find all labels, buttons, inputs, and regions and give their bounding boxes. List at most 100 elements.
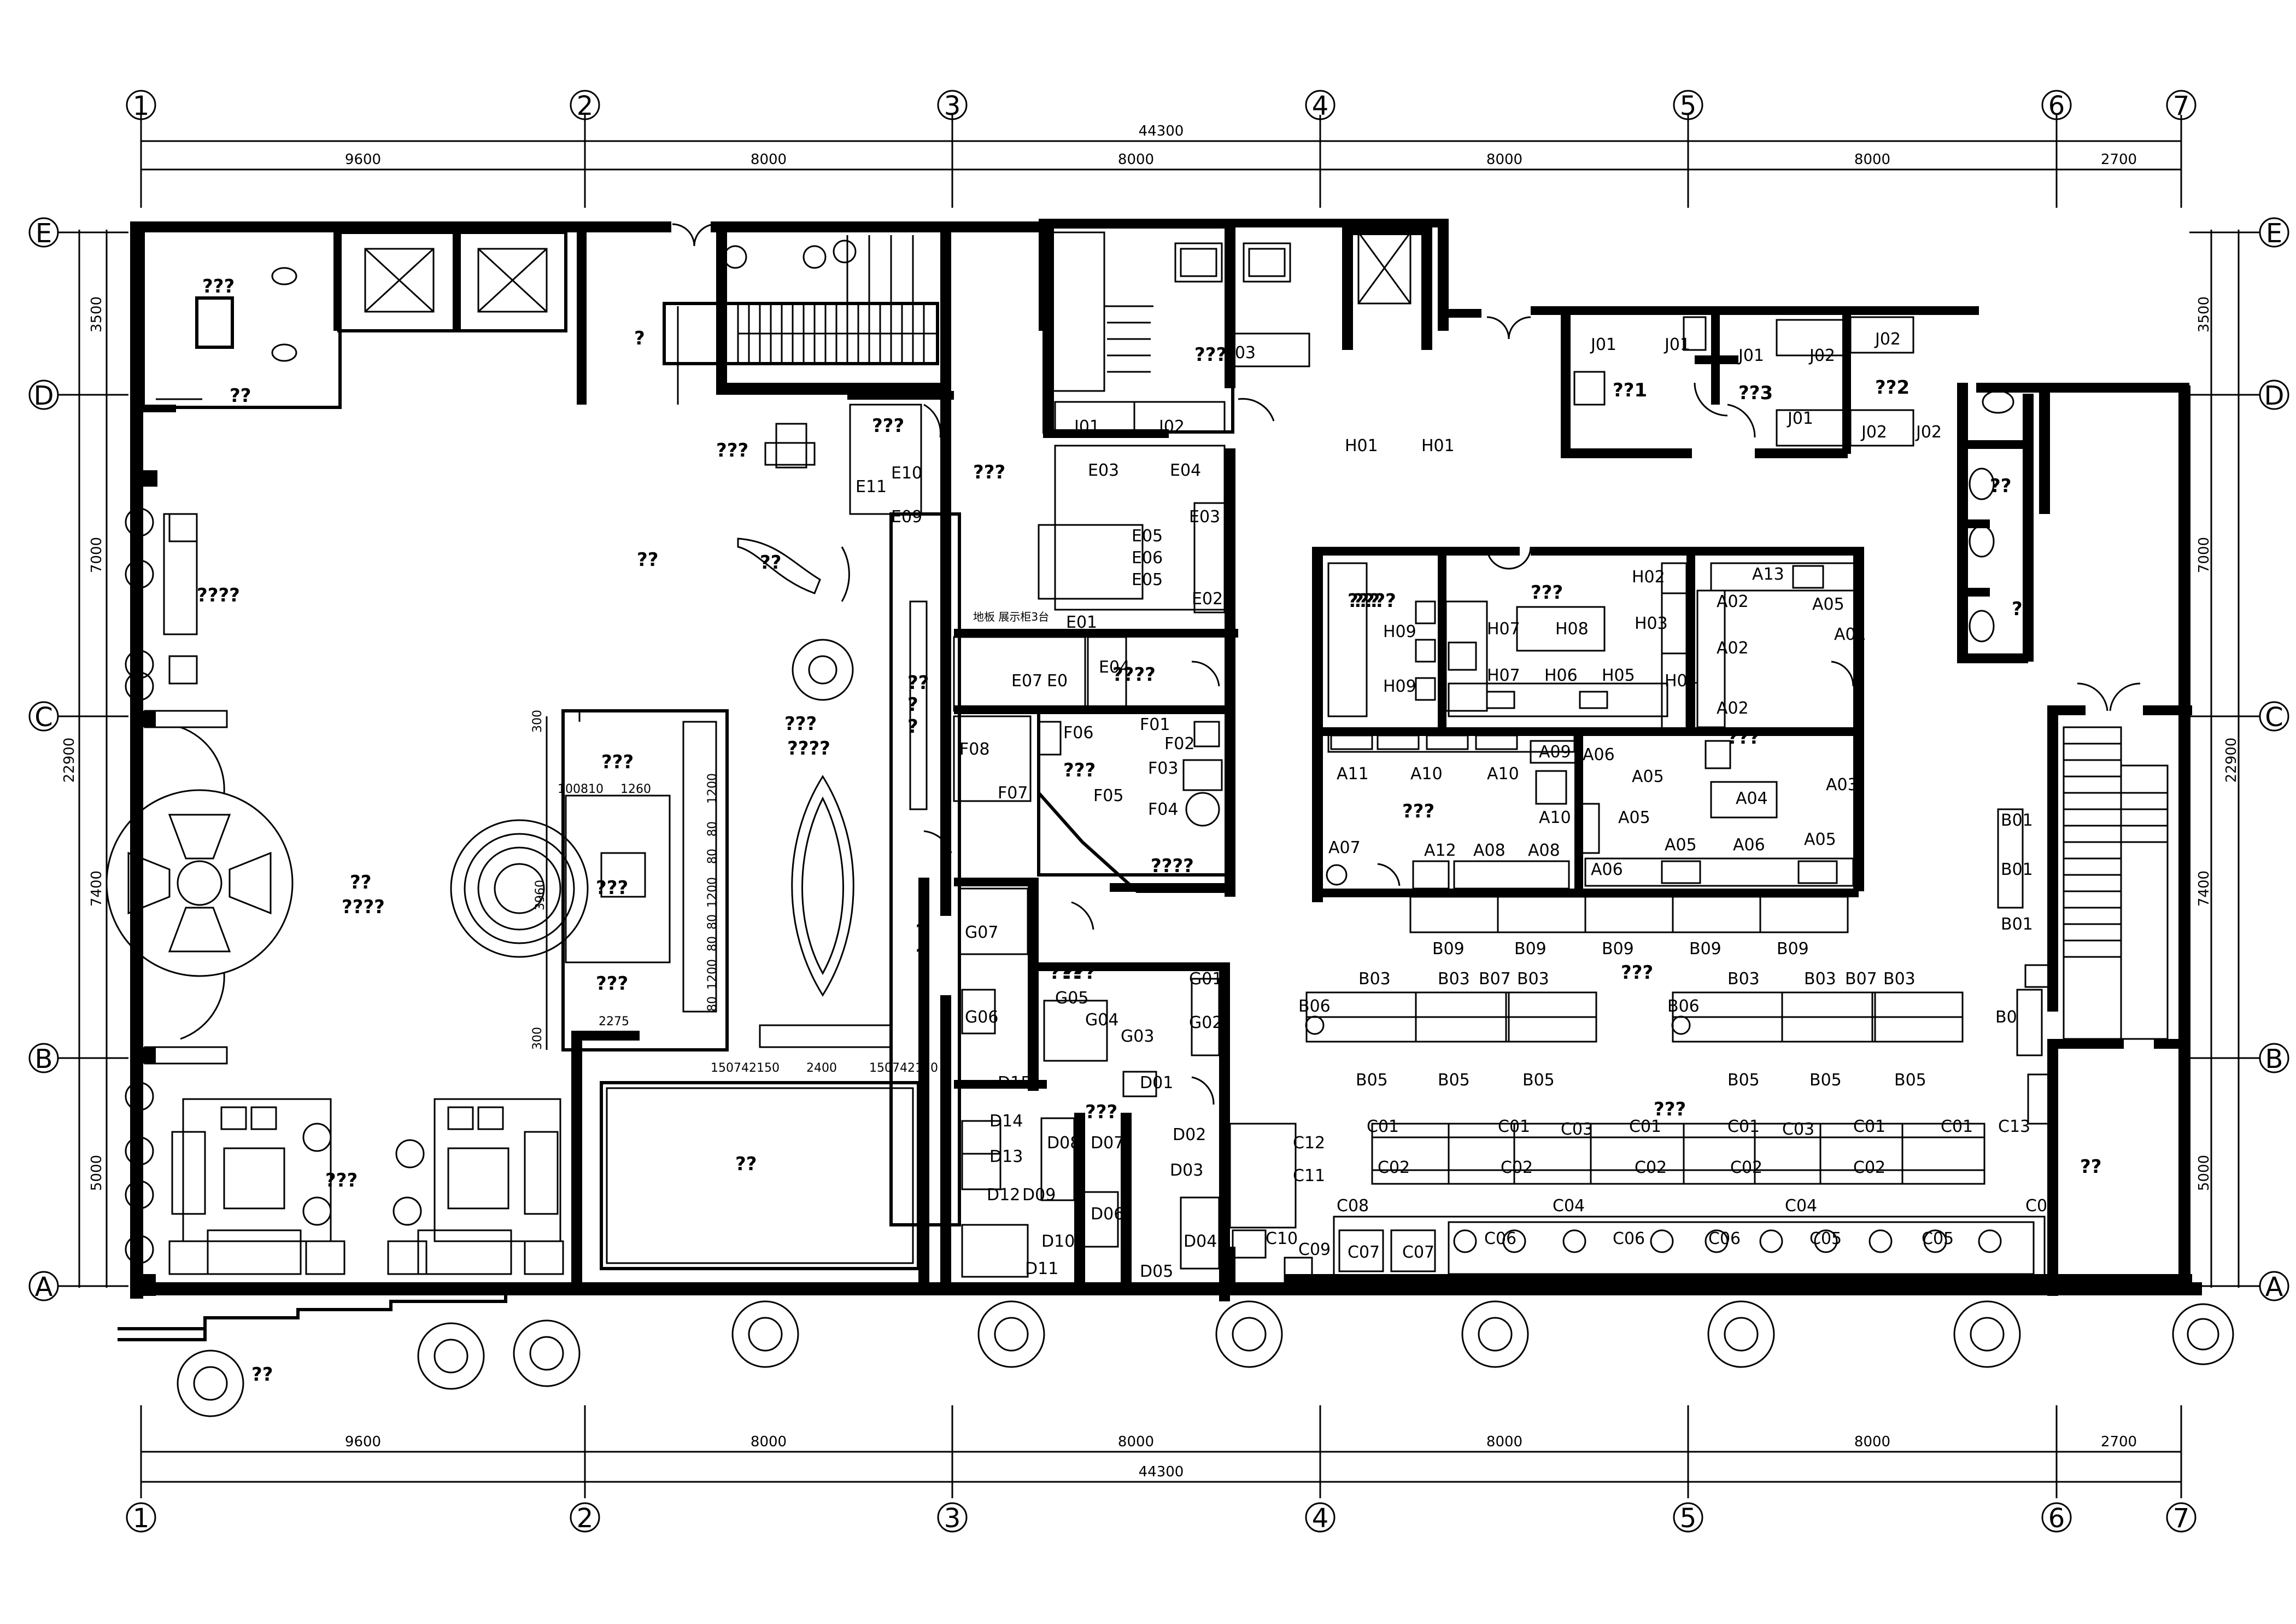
tag: J02 [1915, 423, 1942, 442]
room-labels: ??? ?? ? ??? ?? ???? ?? ???? ??? ??? ???… [197, 276, 2101, 1386]
tag: A02 [1717, 639, 1749, 658]
axis-5-top: 5 [1680, 91, 1697, 121]
tag: A06 [1583, 745, 1615, 764]
main-staircase [663, 223, 951, 405]
entrance-steps [118, 1293, 507, 1341]
tag: B06 [1298, 997, 1331, 1016]
dim-row-total-left: 22900 [61, 738, 78, 783]
axis-4-top: 4 [1312, 91, 1329, 121]
tag: G04 [1085, 1010, 1118, 1030]
tag: E0 [1047, 671, 1068, 691]
tag: J01 [1737, 346, 1764, 365]
tag: G05 [1055, 989, 1088, 1008]
room-label: ???? [1151, 855, 1194, 877]
tag: E04 [1099, 658, 1130, 677]
dim-span-5-top: 8000 [1854, 151, 1890, 168]
tag: A10 [1410, 764, 1443, 784]
tag: D12 [987, 1185, 1020, 1205]
room-label: ??? [202, 276, 235, 297]
tag: H09 [1383, 677, 1416, 696]
room-label: ???? [342, 896, 385, 918]
tag: E05 [1132, 527, 1163, 546]
kitchen-upper-middle [849, 224, 1432, 1226]
axis-B-right: B [2265, 1044, 2283, 1074]
tag: E03 [1088, 461, 1119, 480]
tag: J01 [1787, 409, 1813, 428]
tag: C02 [1730, 1158, 1762, 1177]
dim-note: 300 [531, 1027, 544, 1050]
tag: B05 [1809, 1071, 1842, 1090]
tag: D14 [989, 1112, 1023, 1131]
tag: B01 [2001, 811, 2033, 830]
tag: H04 [1665, 671, 1698, 691]
tag: J02 [1874, 330, 1901, 349]
tag: B03 [1804, 969, 1836, 989]
tag: E02 [1192, 589, 1223, 609]
tag: B01 [2001, 860, 2033, 879]
tag: E03 [1189, 507, 1220, 527]
tag: B0 [1995, 1008, 2017, 1027]
tag: F07 [998, 784, 1028, 803]
tag: H05 [1602, 666, 1635, 685]
room-label: ?? [350, 872, 371, 893]
tag: C06 [1613, 1229, 1645, 1248]
dim-span-1-top: 9600 [345, 151, 381, 168]
dim-row-3-left: 7400 [89, 871, 105, 907]
axis-3-top: 3 [944, 91, 961, 121]
tag: B03 [1727, 969, 1760, 989]
tag: C03 [1561, 1120, 1593, 1139]
tag: A09 [1539, 743, 1571, 762]
tag: F02 [1164, 734, 1194, 753]
dim-note: 80 [706, 996, 719, 1012]
dim-row-1-right: 3500 [2196, 296, 2212, 332]
room-label: ??? [1727, 727, 1760, 749]
tag: B09 [1777, 939, 1809, 959]
dim-span-3-bottom: 8000 [1118, 1434, 1154, 1450]
tag: H03 [1635, 614, 1668, 633]
bottom-dimension-lines: 9600 8000 8000 8000 8000 2700 44300 [140, 1405, 2182, 1498]
dim-note: 1200 [706, 959, 719, 990]
tag: E09 [891, 507, 922, 527]
tag: D09 [1022, 1185, 1056, 1205]
dim-note: 3960 [534, 880, 547, 910]
tag: D05 [1140, 1262, 1173, 1281]
tag: I01 [1074, 417, 1100, 436]
reception-area [450, 423, 920, 1270]
room-label: ??2 [1875, 377, 1910, 399]
tag: C13 [1998, 1117, 2030, 1136]
axis-1-top: 1 [133, 91, 150, 121]
axis-2-top: 2 [577, 91, 594, 121]
tag: C08 [1337, 1196, 1369, 1216]
tag: A03 [1826, 775, 1858, 795]
axis-E-left: E [36, 218, 52, 249]
tag: C05 [1922, 1229, 1954, 1248]
room-label: ? [907, 716, 918, 738]
axis-bubbles-rows: E D C B A E D C B A [28, 217, 2289, 1302]
dim-note: 80 [706, 849, 719, 864]
dim-note: 300 [531, 710, 544, 733]
tag: D01 [1140, 1073, 1173, 1093]
room-label: ??? [784, 713, 817, 735]
room-label: ? [916, 945, 927, 967]
tag: C01 [1367, 1117, 1399, 1136]
tag: B03 [1517, 969, 1549, 989]
tag: A05 [1632, 767, 1664, 786]
tag: H06 [1544, 666, 1578, 685]
tag: J02 [1860, 423, 1887, 442]
tag: C04 [1785, 1196, 1817, 1216]
tag: C01 [1727, 1117, 1760, 1136]
dim-span-3-top: 8000 [1118, 151, 1154, 168]
dim-row-1-left: 3500 [89, 296, 105, 332]
room-label: ??? [1621, 962, 1653, 984]
axis-7-bottom: 7 [2173, 1503, 2190, 1534]
tag: D07 [1091, 1134, 1124, 1153]
tag: C04 [2025, 1196, 2058, 1216]
room-label: ?? [735, 1153, 757, 1175]
tag: A11 [1337, 764, 1369, 784]
room-label: ?? [907, 672, 929, 694]
tag: H01 [1345, 436, 1378, 455]
tag: F06 [1063, 723, 1093, 743]
tag: C06 [1708, 1229, 1741, 1248]
room-label: ? [916, 921, 927, 943]
